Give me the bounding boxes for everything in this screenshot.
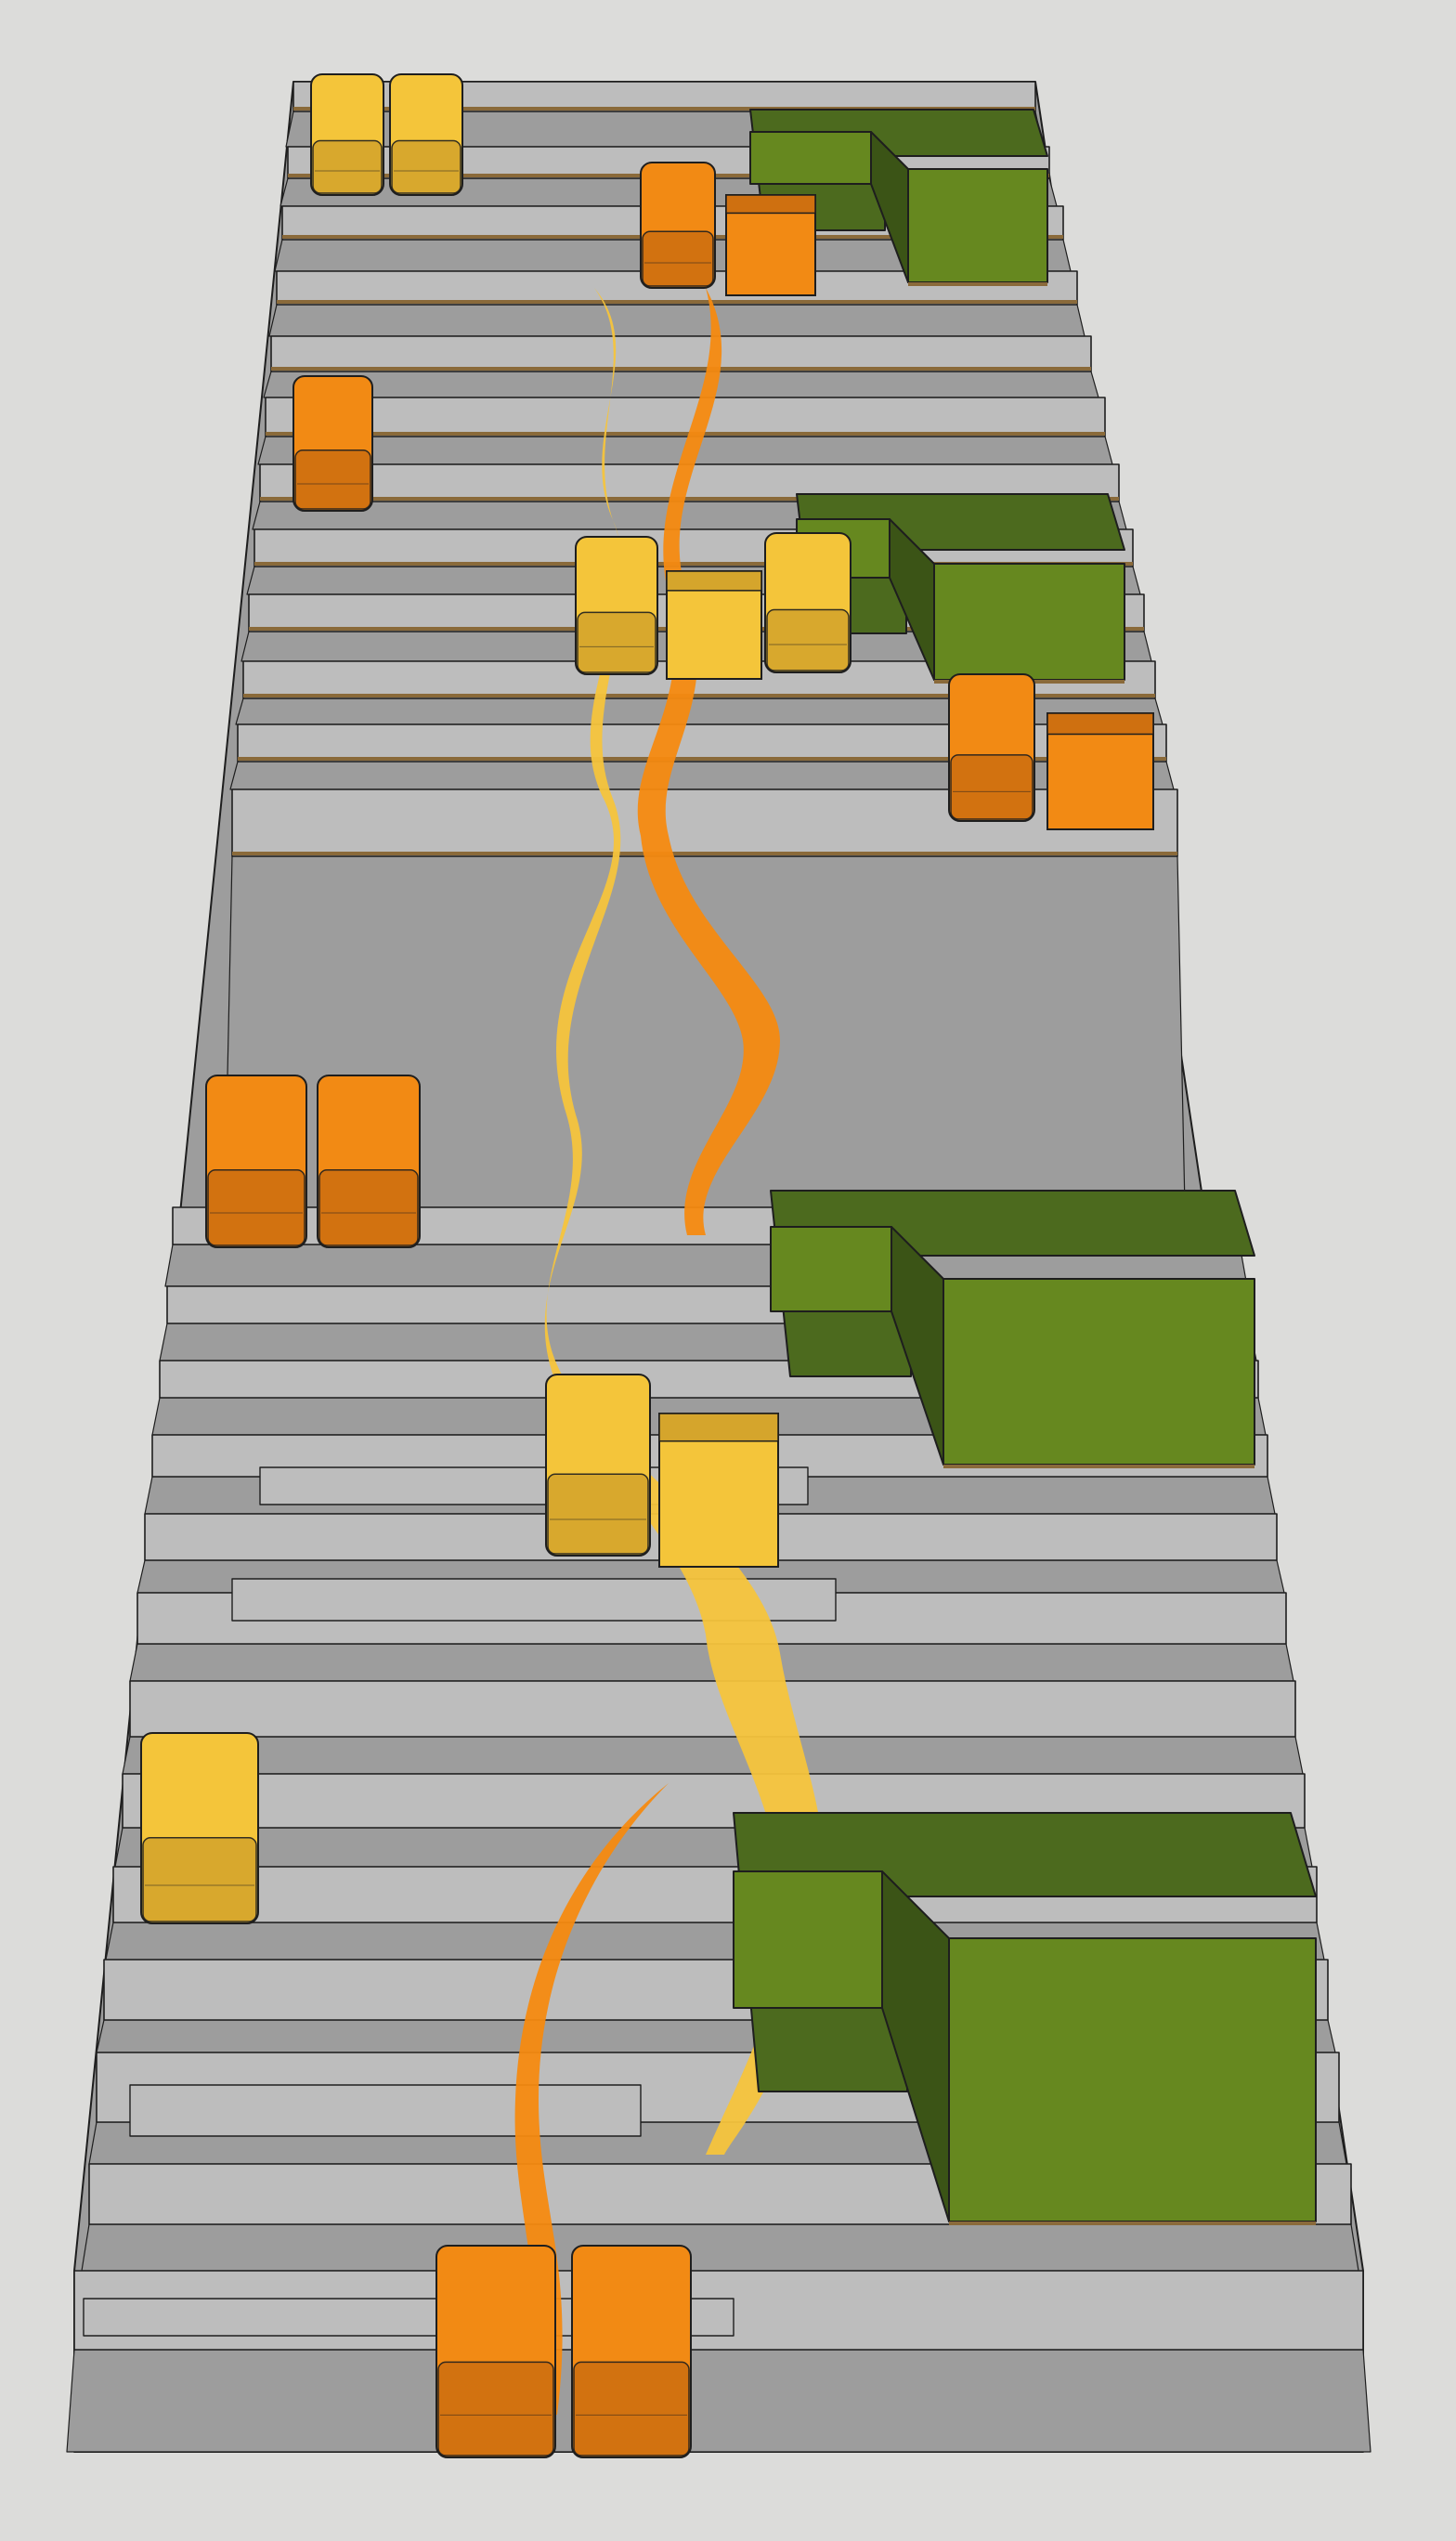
chair-seat-face [142, 1837, 257, 1922]
terrace-step [66, 2270, 1372, 2453]
chair-seat-face [294, 450, 371, 510]
chair-seat-face [207, 1169, 306, 1246]
planter [770, 1190, 1255, 1468]
terrace-step [122, 1680, 1304, 1775]
chair-seat-face [318, 1169, 419, 1246]
step-tread [268, 304, 1086, 337]
planter-front-small [749, 131, 872, 185]
step-riser [270, 335, 1092, 372]
chair-seat-face [950, 754, 1034, 820]
step-riser [231, 788, 1178, 857]
planter [733, 1812, 1317, 2225]
cube-seat [725, 194, 816, 296]
chair-seat [389, 73, 463, 196]
chair-seat [436, 2245, 556, 2458]
step-tread [66, 2349, 1372, 2453]
step-riser [259, 463, 1120, 502]
chair-seat-face [642, 230, 714, 287]
chair-seat [310, 73, 384, 196]
planters [733, 109, 1317, 2225]
planter-front-main [942, 1278, 1255, 1466]
terrace-step [263, 335, 1099, 398]
chair-seat [545, 1374, 651, 1557]
chair-seat [205, 1075, 307, 1248]
planter [749, 109, 1048, 286]
chair-seat [292, 375, 373, 512]
planter-front-small [733, 1870, 883, 2009]
chair-seat [764, 532, 852, 673]
step-riser [265, 397, 1106, 437]
step-riser [129, 1680, 1296, 1738]
chair-seat [317, 1075, 421, 1248]
inner-ledge [129, 2084, 642, 2137]
seats [140, 73, 1154, 2458]
cube-seat [666, 570, 762, 680]
planter-front-main [907, 168, 1048, 283]
chair-seat [948, 673, 1035, 822]
step-tread [122, 1736, 1304, 1775]
cube-top [725, 194, 816, 215]
chair-seat-face [312, 139, 383, 194]
planter-front-small [770, 1226, 892, 1312]
ribbon-yellow [544, 288, 826, 2155]
chair-seat-face [577, 611, 656, 673]
chair-seat-face [391, 139, 462, 194]
chair-seat-face [437, 2361, 554, 2456]
cube-top [666, 570, 762, 592]
cube-seat [658, 1413, 779, 1568]
step-tread [81, 2223, 1359, 2272]
step-riser [292, 81, 1036, 112]
chair-seat-face [573, 2361, 690, 2456]
step-riser [237, 723, 1167, 762]
chair-seat [575, 536, 658, 675]
cube-top [658, 1413, 779, 1442]
chair-seat-face [766, 608, 850, 671]
chair-seat [140, 1732, 259, 1924]
cube-seat [1046, 712, 1154, 830]
planter-front-main [933, 563, 1125, 681]
step-tread [263, 371, 1099, 398]
cube-top [1046, 712, 1154, 736]
ribbon-orange-top [637, 288, 780, 1235]
inner-ledge [231, 1578, 837, 1622]
planter-front-main [948, 1937, 1317, 2222]
terrace-step [235, 660, 1164, 725]
chair-seat [571, 2245, 692, 2458]
chair-seat [640, 162, 716, 289]
chair-seat-face [547, 1473, 649, 1555]
